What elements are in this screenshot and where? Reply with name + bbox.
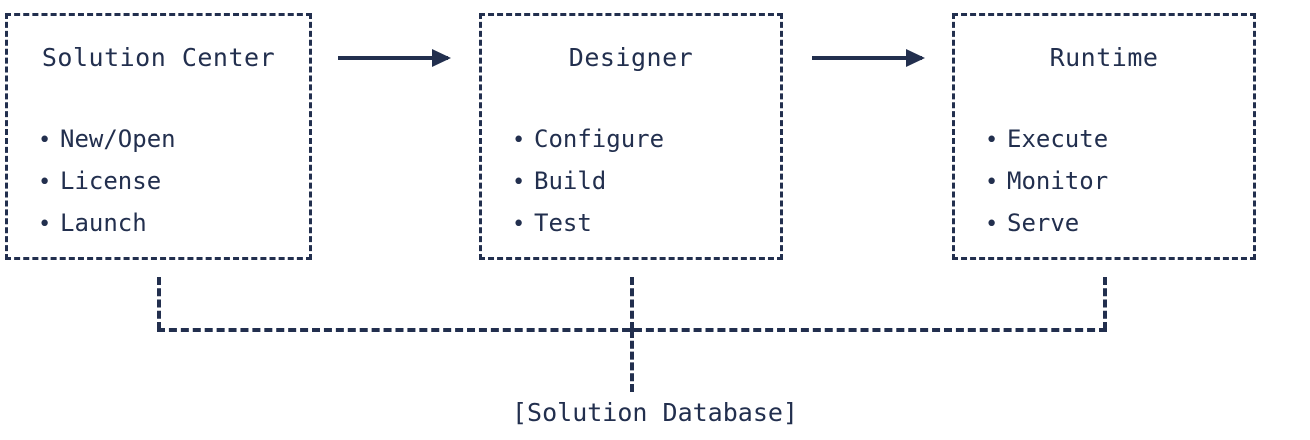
connector-database-stem xyxy=(630,330,634,392)
node-item-list: • New/Open • License • Launch xyxy=(38,119,176,245)
node-item-label: Serve xyxy=(1007,209,1080,237)
node-list-item: • New/Open xyxy=(38,119,176,161)
node-item-label: License xyxy=(60,167,162,195)
node-item-label: Build xyxy=(534,167,607,195)
node-list-item: • Monitor xyxy=(985,161,1108,203)
connector-drop-line xyxy=(1103,277,1111,330)
solution-database-label: [Solution Database] xyxy=(512,398,798,427)
node-list-item: • Test xyxy=(512,203,664,245)
bullet-icon: • xyxy=(38,128,52,153)
node-designer[interactable]: Designer • Configure • Build • Test xyxy=(479,13,783,260)
node-item-label: Execute xyxy=(1007,125,1109,153)
node-item-list: • Execute • Monitor • Serve xyxy=(985,119,1108,245)
arrow-right-icon xyxy=(812,49,925,67)
node-item-label: Test xyxy=(534,209,592,237)
node-list-item: • License xyxy=(38,161,176,203)
bullet-icon: • xyxy=(512,128,526,153)
bullet-icon: • xyxy=(512,170,526,195)
node-item-list: • Configure • Build • Test xyxy=(512,119,664,245)
node-title: Designer xyxy=(568,43,694,72)
bullet-icon: • xyxy=(985,212,999,237)
node-list-item: • Build xyxy=(512,161,664,203)
bullet-icon: • xyxy=(985,128,999,153)
node-solution-center[interactable]: Solution Center • New/Open • License • Laun… xyxy=(5,13,312,260)
bullet-icon: • xyxy=(985,170,999,195)
node-runtime[interactable]: Runtime • Execute • Monitor • Serve xyxy=(952,13,1256,260)
arrow-right-icon xyxy=(338,49,451,67)
node-title: Runtime xyxy=(1049,43,1159,72)
node-item-label: New/Open xyxy=(60,125,176,153)
node-item-label: Configure xyxy=(534,125,665,153)
node-list-item: • Execute xyxy=(985,119,1108,161)
bullet-icon: • xyxy=(512,212,526,237)
bullet-icon: • xyxy=(38,212,52,237)
connector-drop-line xyxy=(630,277,638,330)
node-item-label: Monitor xyxy=(1007,167,1109,195)
node-item-label: Launch xyxy=(60,209,147,237)
node-title: Solution Center xyxy=(41,43,276,72)
connector-drop-line xyxy=(157,277,165,330)
node-list-item: • Serve xyxy=(985,203,1108,245)
node-list-item: • Launch xyxy=(38,203,176,245)
node-list-item: • Configure xyxy=(512,119,664,161)
bullet-icon: • xyxy=(38,170,52,195)
